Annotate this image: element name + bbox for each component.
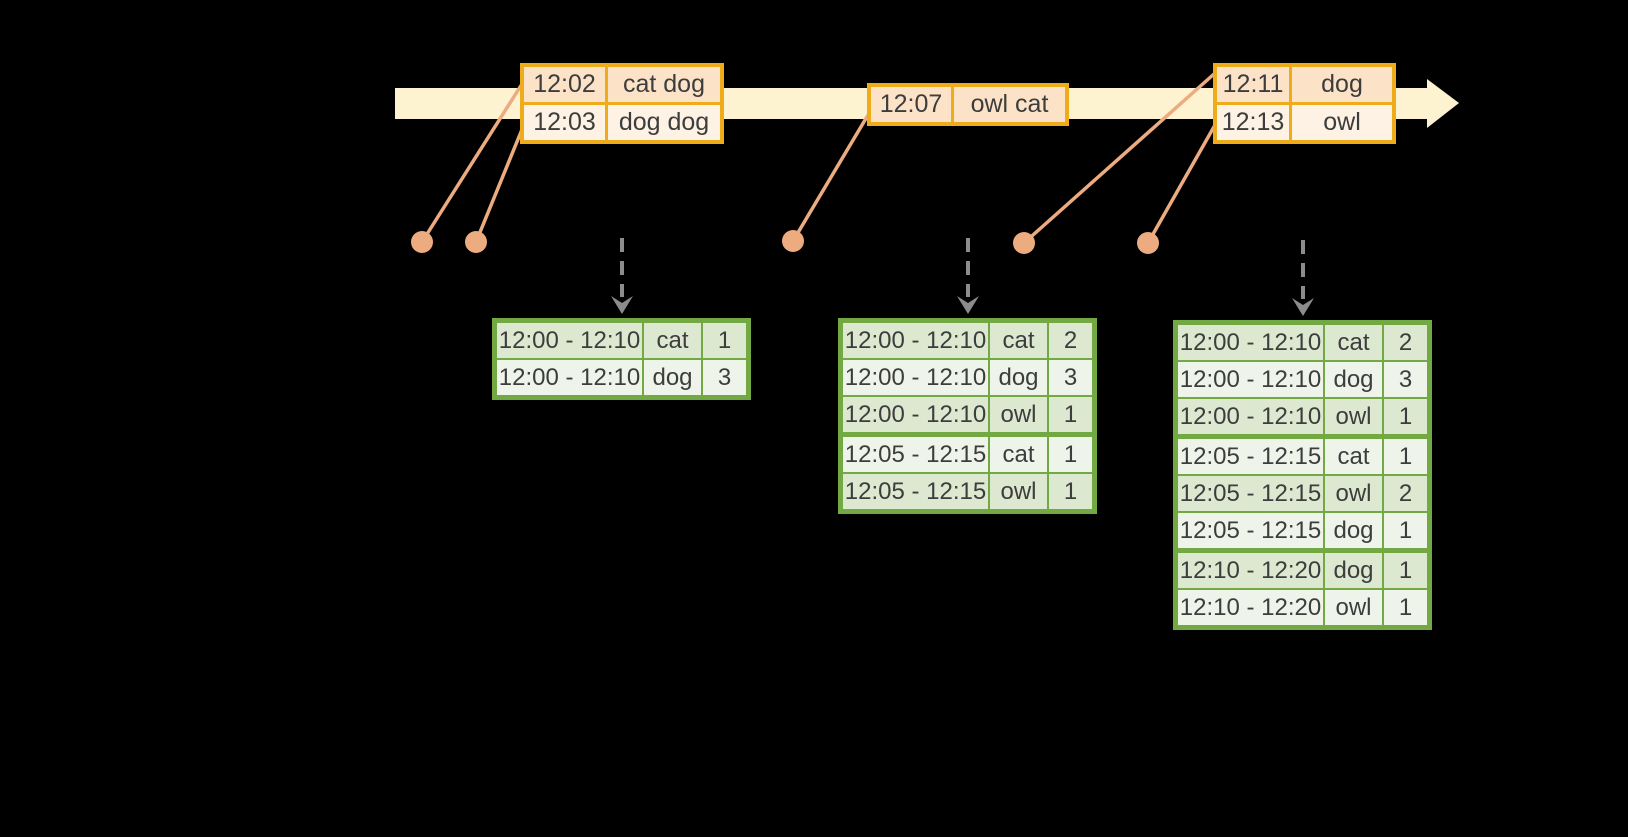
count-cell: 1 — [1384, 513, 1427, 548]
count-cell: 1 — [1049, 437, 1092, 472]
count-cell: 1 — [1384, 399, 1427, 434]
word-cell: owl — [990, 397, 1047, 432]
event-time-cell: 12:13 — [1217, 105, 1289, 140]
window-cell: 12:05 - 12:15 — [843, 474, 988, 509]
count-cell: 1 — [1384, 439, 1427, 474]
event-words-cell: cat dog — [608, 67, 720, 102]
window-cell: 12:05 - 12:15 — [1178, 476, 1323, 511]
word-cell: owl — [1325, 590, 1382, 625]
connector-line — [791, 114, 870, 242]
count-cell: 1 — [1384, 590, 1427, 625]
event-time-cell: 12:07 — [871, 87, 951, 122]
window-cell: 12:00 - 12:10 — [1178, 362, 1323, 397]
connector-line — [474, 126, 525, 243]
count-cell: 3 — [1049, 360, 1092, 395]
event-time-cell: 12:03 — [524, 105, 605, 140]
arrow-down-icon — [1292, 298, 1314, 316]
window-cell: 12:00 - 12:10 — [1178, 399, 1323, 434]
word-cell: cat — [644, 323, 701, 358]
connector-line — [1146, 124, 1217, 244]
word-cell: cat — [1325, 439, 1382, 474]
count-cell: 1 — [1049, 397, 1092, 432]
window-cell: 12:05 - 12:15 — [843, 437, 988, 472]
window-cell: 12:05 - 12:15 — [1178, 439, 1323, 474]
window-cell: 12:05 - 12:15 — [1178, 513, 1323, 548]
count-cell: 1 — [703, 323, 746, 358]
window-cell: 12:00 - 12:10 — [843, 360, 988, 395]
word-cell: cat — [990, 323, 1047, 358]
word-cell: dog — [1325, 362, 1382, 397]
connector-line — [420, 83, 524, 243]
window-cell: 12:00 - 12:10 — [843, 323, 988, 358]
connector-line — [1022, 72, 1216, 245]
event-time-cell: 12:02 — [524, 67, 605, 102]
count-cell: 1 — [1049, 474, 1092, 509]
event-dot — [1137, 232, 1159, 254]
window-cell: 12:00 - 12:10 — [497, 323, 642, 358]
word-cell: owl — [1325, 476, 1382, 511]
window-cell: 12:10 - 12:20 — [1178, 590, 1323, 625]
event-words-cell: owl cat — [954, 87, 1065, 122]
word-cell: cat — [990, 437, 1047, 472]
count-cell: 2 — [1049, 323, 1092, 358]
event-words-cell: owl — [1292, 105, 1392, 140]
arrow-down-icon — [611, 296, 633, 314]
count-cell: 2 — [1384, 476, 1427, 511]
event-dot — [465, 231, 487, 253]
word-cell: dog — [1325, 553, 1382, 588]
word-cell: dog — [990, 360, 1047, 395]
window-cell: 12:00 - 12:10 — [497, 360, 642, 395]
event-dot — [411, 231, 433, 253]
event-time-cell: 12:11 — [1217, 67, 1289, 102]
word-cell: dog — [644, 360, 701, 395]
event-words-cell: dog — [1292, 67, 1392, 102]
word-cell: owl — [1325, 399, 1382, 434]
count-cell: 1 — [1384, 553, 1427, 588]
count-cell: 3 — [703, 360, 746, 395]
event-dot — [1013, 232, 1035, 254]
arrow-down-icon — [957, 296, 979, 314]
event-words-cell: dog dog — [608, 105, 720, 140]
window-cell: 12:00 - 12:10 — [1178, 325, 1323, 360]
timeline-arrowhead-icon — [1427, 79, 1459, 128]
count-cell: 2 — [1384, 325, 1427, 360]
word-cell: cat — [1325, 325, 1382, 360]
window-cell: 12:10 - 12:20 — [1178, 553, 1323, 588]
word-cell: dog — [1325, 513, 1382, 548]
count-cell: 3 — [1384, 362, 1427, 397]
window-cell: 12:00 - 12:10 — [843, 397, 988, 432]
word-cell: owl — [990, 474, 1047, 509]
event-dot — [782, 230, 804, 252]
